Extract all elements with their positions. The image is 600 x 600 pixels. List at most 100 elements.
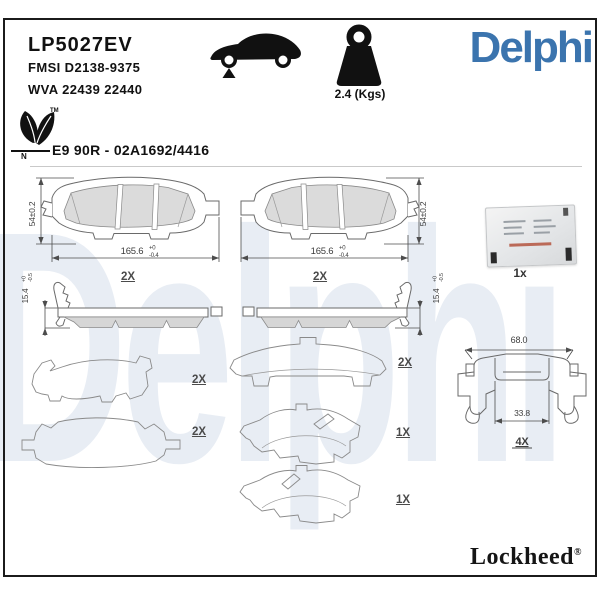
footer-brand: Lockheed® (470, 544, 582, 571)
friction-slot (151, 183, 160, 230)
pad-front-right-drawing: 54±0.2 165.6 +0 -0.4 (240, 176, 428, 262)
pad-width-label: 165.6 (311, 246, 334, 257)
pad-height-label: 54±0.2 (27, 201, 37, 226)
wear-sensor-clip (40, 200, 53, 218)
pad-width-tol-bottom: -0.4 (339, 253, 349, 259)
pad-thickness-tol-bottom: -0.5 (439, 273, 445, 282)
indicator-slot (313, 413, 335, 430)
packet-text-line (533, 225, 556, 228)
pad-side-left-drawing: 15.4 +0 -0.5 (21, 273, 223, 336)
eco-tm-mark: TM (50, 108, 59, 114)
indicator-inner-line (261, 495, 347, 509)
packet-corner-mark (490, 252, 497, 264)
clip-inner-label: 33.8 (514, 408, 530, 418)
fmsi-number: FMSI D2138-9375 (28, 60, 141, 75)
packet-red-line (509, 242, 552, 247)
qty-indicator-upper-label: 1X (395, 427, 411, 439)
qty-clip-label: 4X (515, 436, 529, 448)
shim-lower-drawing (21, 417, 181, 468)
indicator-lower-drawing (239, 465, 361, 524)
wear-sensor-clip (407, 200, 420, 218)
front-axle-triangle (222, 68, 236, 78)
weight-handle (346, 24, 372, 50)
qty-pads-right-label: 2X (312, 271, 328, 283)
dimension-lines (240, 177, 424, 262)
chamfer-line (70, 192, 81, 225)
friction-slot (114, 184, 124, 230)
pad-side-right-drawing: 15.4 +0 -0.5 (242, 273, 445, 336)
chamfer-line (177, 193, 189, 228)
shim-outline (21, 417, 181, 468)
eco-leaf-icon (20, 111, 55, 145)
backplate-edge (57, 307, 209, 318)
leaf-right (36, 112, 55, 145)
pad-width-label: 165.6 (121, 246, 144, 257)
grease-packet-photo (484, 204, 578, 268)
packet-text-line (533, 231, 550, 234)
eco-letter: N (21, 152, 27, 161)
mirrored-side-geometry (242, 281, 423, 336)
packet-text-line (503, 226, 522, 229)
weight-label: 2.4 (Kgs) (334, 87, 386, 101)
dimension-lines (395, 300, 423, 336)
packet-corner-mark (565, 247, 572, 261)
friction-edge (63, 316, 205, 328)
packet-text-line (503, 232, 524, 235)
leaf-vein-right (36, 115, 52, 144)
thickness-label-group: 15.4 +0 -0.5 (21, 273, 34, 303)
leaf-left (20, 111, 38, 143)
shim-inner-line (241, 368, 381, 377)
indicator-upper-drawing (239, 403, 361, 465)
end-nub (210, 306, 223, 317)
pad-thickness-label: 15.4 (432, 288, 441, 304)
dimension-lines (42, 300, 70, 336)
qty-shim-middle-label: 2X (397, 357, 413, 369)
qty-shim-upper-label: 2X (191, 374, 207, 386)
footer-brand-text: Lockheed (470, 544, 575, 570)
clip-width-label: 68.0 (511, 335, 528, 345)
clip-hook (55, 316, 66, 327)
weight-body (336, 46, 382, 86)
shim-outline (229, 337, 387, 387)
pad-width-tol-top: +0 (339, 246, 346, 252)
pad-thickness-tol-top: +0 (433, 276, 439, 282)
qty-packet-label: 1x (513, 266, 527, 280)
pad-height-label: 54±0.2 (418, 201, 428, 226)
pad-thickness-tol-bottom: -0.5 (28, 273, 34, 282)
mirrored-pad-geometry (240, 176, 424, 262)
pad-width-tol-bottom: -0.4 (149, 253, 159, 259)
packet-text-line (503, 220, 526, 223)
shim-outline (31, 355, 153, 403)
qty-pads-left-label: 2X (120, 271, 136, 283)
qty-shim-lower-label: 2X (191, 426, 207, 438)
packet-text-line (533, 219, 552, 222)
shim-upper-drawing (31, 355, 153, 403)
packet-corner-mark (563, 207, 569, 216)
leaf-vein-left (26, 115, 36, 143)
clip-outline (457, 353, 587, 424)
car-icon (210, 33, 301, 78)
pad-thickness-label: 15.4 (21, 288, 30, 304)
header-divider (30, 166, 582, 167)
dimension-lines (464, 347, 574, 424)
clip-drawing: 68.0 33.8 4X (457, 335, 587, 449)
pad-thickness-tol-top: +0 (22, 276, 28, 282)
friction-material (63, 184, 196, 228)
qty-indicator-lower-label: 1X (395, 494, 411, 506)
thickness-label-group: 15.4 +0 -0.5 (432, 273, 445, 303)
brand-logo: Delphi (469, 23, 594, 72)
indicator-inner-line (261, 435, 347, 449)
pad-front-left-drawing: 54±0.2 165.6 +0 -0.4 (27, 176, 220, 262)
retention-clip (53, 281, 71, 309)
eco-underline (11, 150, 50, 152)
weight-icon (336, 24, 382, 86)
indicator-outline (239, 465, 361, 524)
friction-material (264, 184, 397, 228)
dimension-lines (36, 177, 220, 262)
indicator-slot (281, 473, 301, 490)
registered-mark: ® (574, 547, 582, 558)
approval-number: E9 90R - 02A1692/4416 (52, 142, 210, 158)
wva-number: WVA 22439 22440 (28, 82, 143, 97)
shim-middle-drawing (229, 337, 387, 387)
